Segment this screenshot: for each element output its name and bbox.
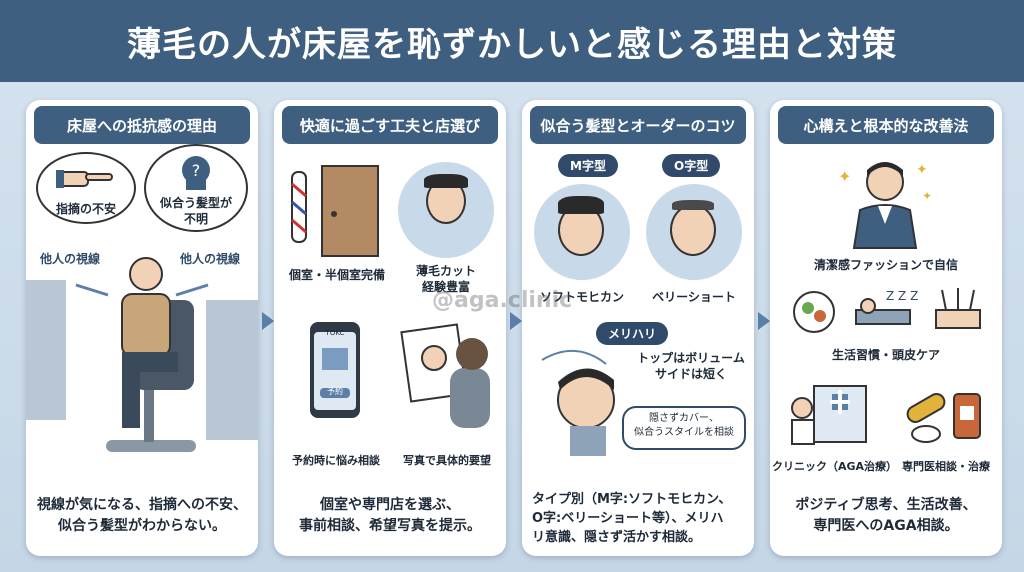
- panel-tips-heading: 快適に過ごす工夫と店選び: [282, 106, 498, 144]
- clinic-medicine-icons: [791, 385, 981, 445]
- panel-hairstyle-summary: タイプ別（M字:ソフトモヒカン、 O字:ベリーショート等）、メリハ リ意識、隠さ…: [532, 492, 732, 546]
- phone-reserve-button: 予約: [327, 387, 343, 396]
- confident-man-icon: ✦ ✦ ✦: [838, 162, 932, 249]
- svg-text:✦: ✦: [922, 189, 932, 203]
- photo-request-label: 写真で具体的要望: [403, 454, 491, 467]
- soft-mohawk-hair: [558, 196, 604, 214]
- lifestyle-label: 生活習慣・頭皮ケア: [831, 348, 940, 362]
- panel-mindset: 心構えと根本的な改善法 ✦ ✦ ✦ 清潔感ファッションで自信 Z Z Z 生活習…: [770, 100, 1002, 556]
- panel-reasons: 床屋への抵抗感の理由 指摘の不安 ? 似合う髪型が 不明 他人の視線 他人の視線: [26, 100, 258, 556]
- o-type-face-icon: [670, 204, 716, 256]
- pointing-hand-icon: [56, 170, 113, 188]
- barber-hair: [424, 174, 468, 188]
- panel-tips: 快適に過ごす工夫と店選び 個室・半個室完備 薄毛カット 経験豊富 TOKC 予約…: [274, 100, 506, 556]
- svg-text:?: ?: [192, 161, 201, 180]
- m-type-tag: M字型: [558, 154, 618, 177]
- volume-tip-text: トップはボリューム サイドは短く: [637, 351, 745, 382]
- hairstyle-photo-icon: [400, 323, 490, 428]
- consult-label: 予約時に悩み相談: [292, 454, 380, 467]
- m-style-label: ソフトモヒカン: [539, 290, 624, 304]
- speech-bubble-text: 隠さずカバー、 似合うスタイルを相談: [634, 413, 734, 438]
- panel-reasons-heading: 床屋への抵抗感の理由: [34, 106, 250, 144]
- flow-arrow-1: [262, 312, 274, 330]
- phone-brand-text: TOKC: [325, 329, 345, 337]
- barber-pole-door-icon: [291, 165, 379, 257]
- panel-mindset-heading: 心構えと根本的な改善法: [778, 106, 994, 144]
- thought-bubble-pointing: [36, 152, 136, 224]
- experienced-barber-label: 薄毛カット 経験豊富: [415, 264, 476, 294]
- clinic-label: クリニック（AGA治療）: [772, 460, 898, 473]
- panel-hairstyle-heading: 似合う髪型とオーダーのコツ: [530, 106, 746, 144]
- very-short-hair: [672, 200, 714, 210]
- specialist-label: 専門医相談・治療: [902, 460, 990, 473]
- panel-hairstyle: 似合う髪型とオーダーのコツ M字型 O字型 ソフトモヒカン ベリーショート メリ…: [522, 100, 754, 556]
- o-style-label: ベリーショート: [652, 290, 736, 304]
- bubble-label-question: 似合う髪型が 不明: [159, 196, 232, 226]
- barber-chair-scene: [26, 257, 258, 452]
- panel-tips-summary: 個室や専門店を選ぶ、 事前相談、希望写真を提示。: [299, 496, 481, 535]
- smartphone-booking-icon: [310, 322, 360, 418]
- flow-arrow-2: [510, 312, 522, 330]
- watermark-text: @aga.clinic: [432, 288, 573, 313]
- contrast-tag: メリハリ: [596, 322, 669, 345]
- speech-bubble: [622, 406, 746, 450]
- page-title: 薄毛の人が床屋を恥ずかしいと感じる理由と対策: [0, 0, 1024, 82]
- o-type-tag: O字型: [662, 154, 721, 177]
- svg-text:✦: ✦: [916, 162, 928, 178]
- panel-reasons-summary: 視線が気になる、指摘への不安、 似合う髪型がわからない。: [37, 496, 247, 535]
- gaze-label-right: 他人の視線: [180, 252, 241, 266]
- svg-text:✦: ✦: [838, 167, 851, 186]
- gaze-label-left: 他人の視線: [40, 252, 101, 266]
- bubble-label-pointing: 指摘の不安: [55, 202, 116, 216]
- question-head-icon: ?: [182, 156, 210, 190]
- side-profile-icon: [541, 349, 615, 456]
- svg-text:Z Z Z: Z Z Z: [886, 289, 918, 303]
- private-room-label: 個室・半個室完備: [288, 268, 385, 282]
- panel-mindset-summary: ポジティブ思考、生活改善、 専門医へのAGA相談。: [795, 496, 977, 535]
- flow-arrow-3: [758, 312, 770, 330]
- lifestyle-icons: Z Z Z: [793, 288, 981, 333]
- fashion-label: 清潔感ファッションで自信: [813, 258, 958, 272]
